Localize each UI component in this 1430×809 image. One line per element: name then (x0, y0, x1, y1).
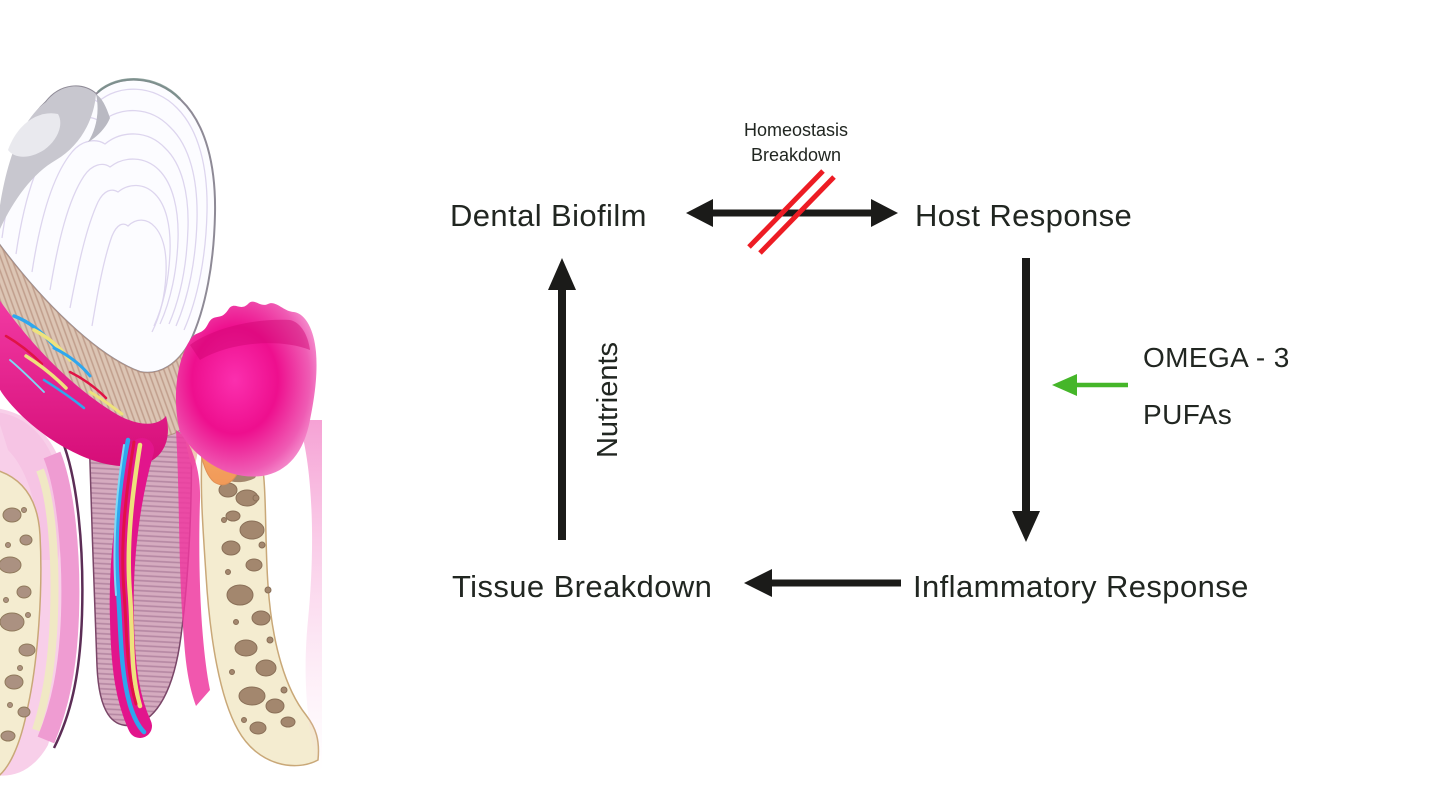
cusp-shading (0, 86, 96, 230)
node-inflammatory-response: Inflammatory Response (913, 569, 1249, 604)
nutrients-label: Nutrients (592, 341, 624, 459)
blocked-slash-icon (747, 169, 836, 255)
arrow-host-inflammatory (1012, 258, 1040, 542)
homeostasis-line2: Breakdown (750, 145, 842, 165)
arrow-biofilm-host (686, 199, 898, 227)
alveolar-bone-left (0, 470, 42, 776)
omega3-line1: OMEGA - 3 (1143, 342, 1290, 373)
node-host-response: Host Response (915, 198, 1133, 233)
omega3-line2: PUFAs (1143, 399, 1233, 430)
omega3-pufas-label: OMEGA - 3 PUFAs (1143, 329, 1290, 443)
homeostasis-breakdown-label: Homeostasis Breakdown (696, 118, 896, 168)
tooth-cross-section-illustration (0, 0, 330, 809)
tooth-illustration-svg (0, 78, 322, 776)
bone-trabeculae (218, 482, 296, 735)
node-dental-biofilm: Dental Biofilm (450, 198, 647, 233)
inflamed-gum (175, 301, 322, 772)
pulp-vessels (4, 314, 147, 735)
omega3-inhibitor-arrow (1052, 374, 1128, 396)
node-tissue-breakdown: Tissue Breakdown (452, 569, 713, 604)
homeostasis-line1: Homeostasis (743, 120, 849, 140)
arrow-tissue-biofilm (548, 258, 576, 540)
arrow-inflammatory-tissue (744, 569, 901, 597)
